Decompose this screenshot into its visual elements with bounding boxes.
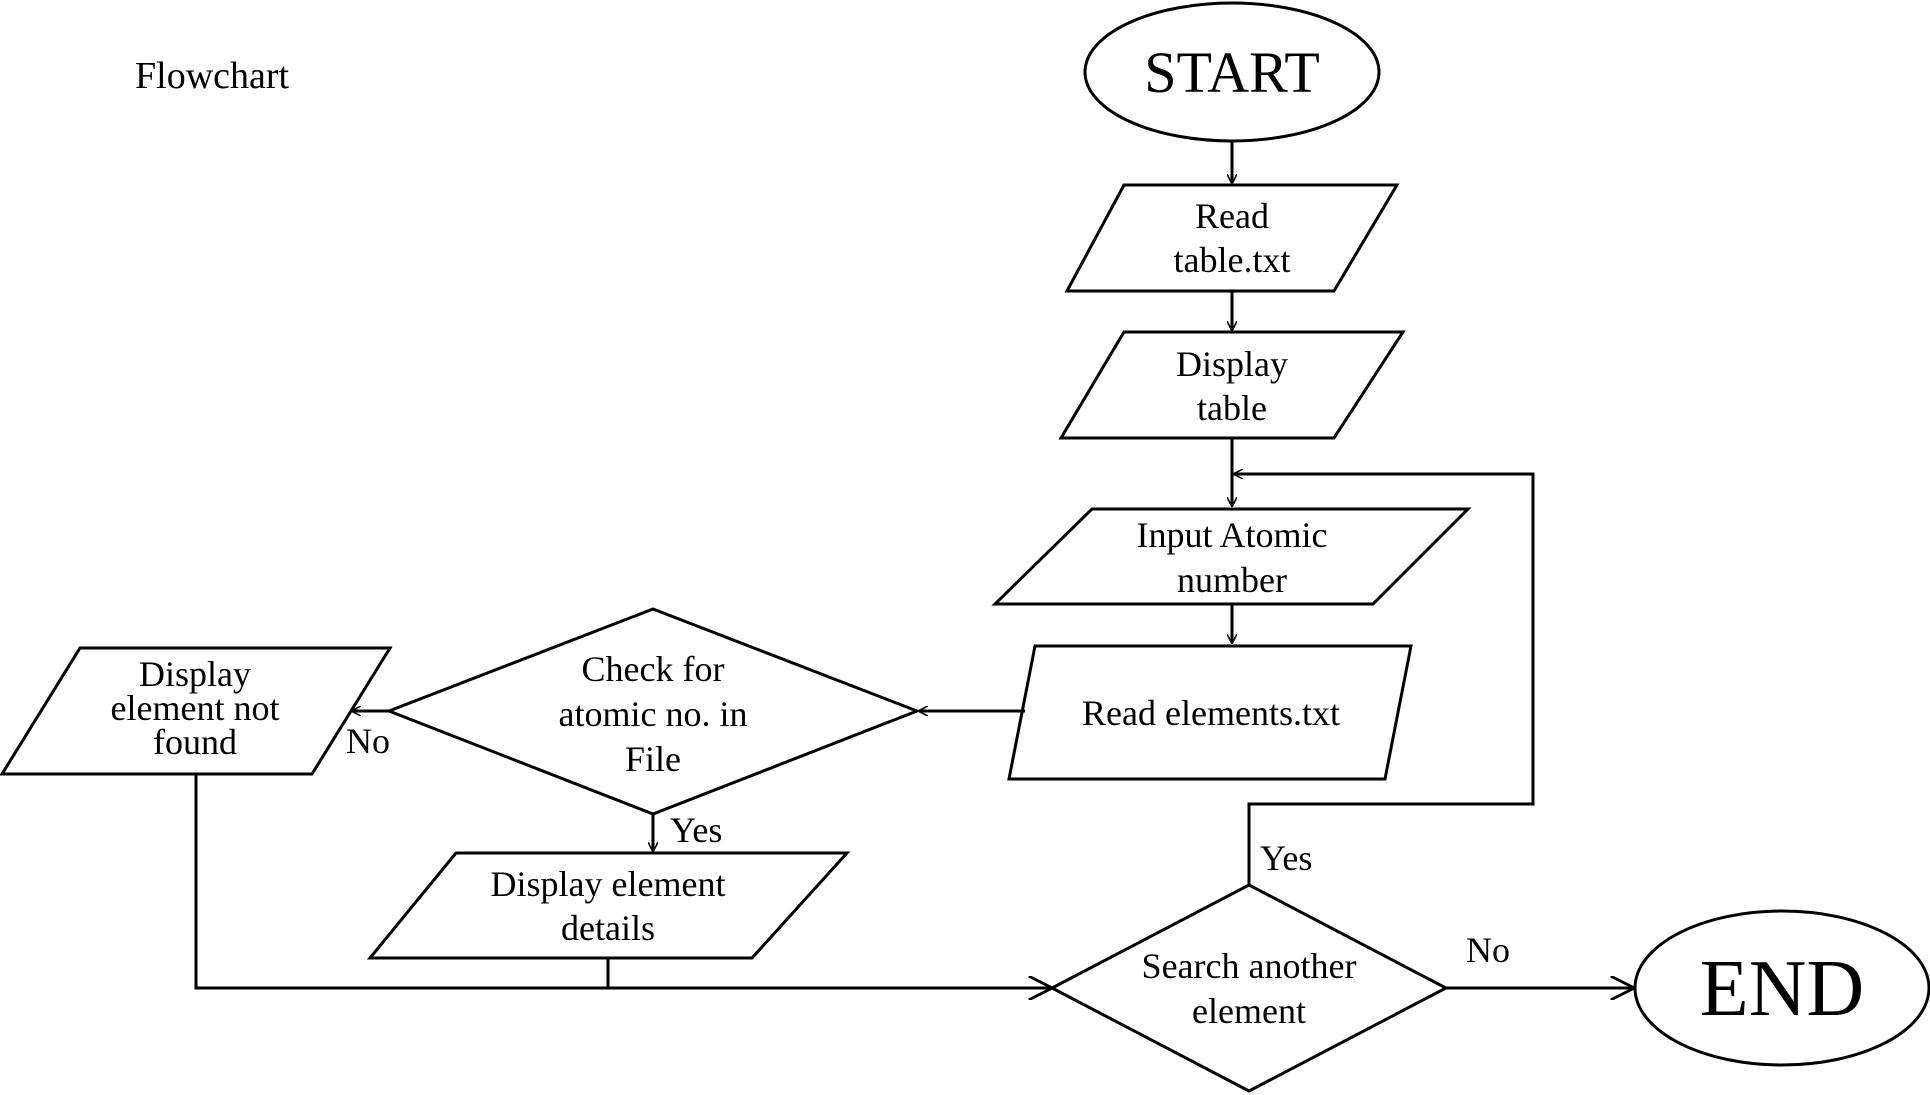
arrow-search-yes-loop [1234,474,1535,885]
not-found-node: Display element not found [0,646,393,776]
search-another-line2: element [1192,991,1306,1031]
check-line3: File [625,739,681,779]
search-yes-label: Yes [1260,838,1312,878]
display-details-line1: Display element [491,864,726,904]
search-another-line1: Search another [1142,946,1357,986]
read-table-line1: Read [1195,196,1269,236]
start-terminal: START [1083,1,1381,143]
not-found-line1: Display [139,654,251,694]
check-no-label: No [346,721,390,761]
input-atomic-node: Input Atomic number [991,507,1472,606]
check-decision-node: Check for atomic no. in File [384,607,922,816]
read-table-node: Read table.txt [1064,183,1400,293]
search-another-decision-node: Search another element [1048,883,1450,1093]
display-table-node: Display table [1058,330,1406,440]
display-details-line2: details [561,908,655,948]
display-table-line2: table [1197,388,1267,428]
input-atomic-line2: number [1177,560,1287,600]
end-terminal: END [1633,909,1930,1067]
input-atomic-line1: Input Atomic [1137,515,1328,555]
not-found-line2: element not [111,688,280,728]
start-label: START [1144,40,1320,105]
read-elements-label: Read elements.txt [1082,693,1340,733]
search-no-label: No [1466,930,1510,970]
display-table-line1: Display [1176,344,1288,384]
read-elements-node: Read elements.txt [1007,644,1413,781]
flowchart-title: Flowchart [135,55,290,97]
check-yes-label: Yes [670,810,722,850]
check-line1: Check for [582,649,725,689]
not-found-line3: found [153,722,237,762]
read-table-line2: table.txt [1174,240,1291,280]
check-line2: atomic no. in [559,694,748,734]
arrow-not-found-to-search [194,774,1050,988]
end-label: END [1700,945,1864,1033]
display-details-node: Display element details [366,851,851,960]
